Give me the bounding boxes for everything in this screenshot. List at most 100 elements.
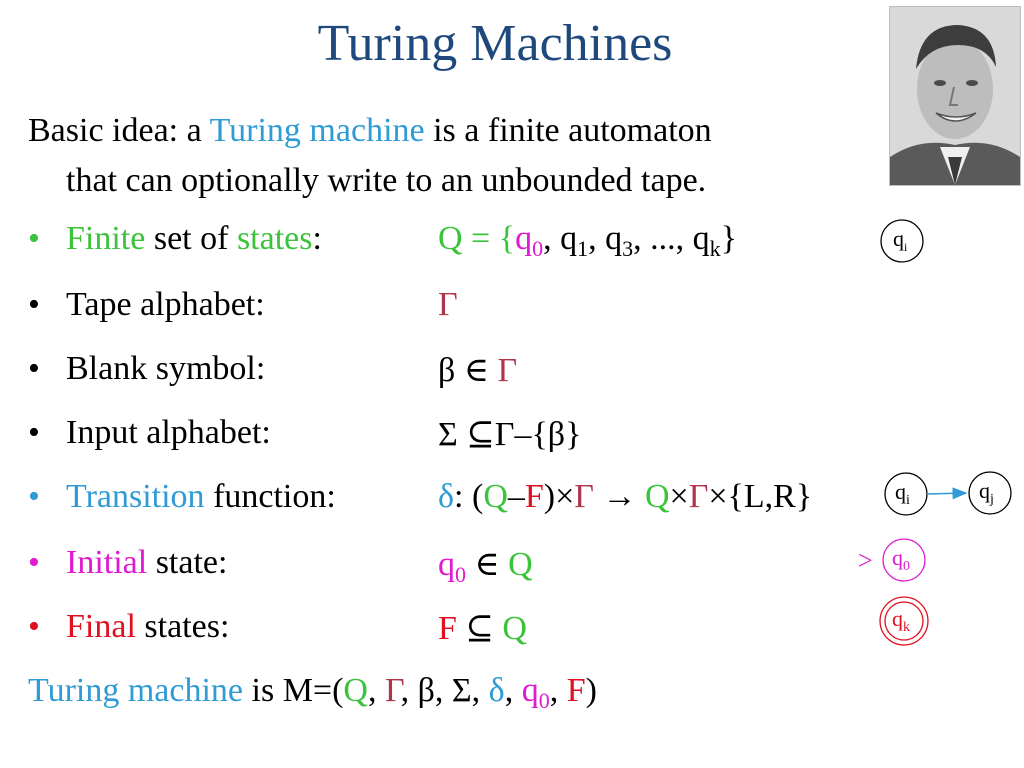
state-label-final: qk xyxy=(892,606,910,635)
gamma-symbol: Γ xyxy=(488,352,518,389)
bullet: • xyxy=(28,544,40,581)
item-label: Transition function: xyxy=(66,478,336,516)
summary-line: Turing machine is M=(Q, Γ, β, Σ, δ, q0, … xyxy=(28,672,597,712)
label-highlight: Initial xyxy=(66,544,148,581)
states-expression: Q = {q0, q1, q3, ..., qk} xyxy=(438,220,737,261)
summary-text: , xyxy=(549,672,567,709)
q-symbol: Q xyxy=(493,610,527,647)
state-node-single: qi xyxy=(880,219,924,263)
final-state-example: qk xyxy=(879,596,929,646)
summary-text: is M=( xyxy=(243,672,344,709)
summary-text: , xyxy=(504,672,522,709)
q0-letter: q xyxy=(521,672,539,709)
expr-part: , q xyxy=(588,220,623,257)
intro-paragraph: Basic idea: a Turing machine is a finite… xyxy=(28,106,858,206)
item-label: Final states: xyxy=(66,608,229,646)
bullet: • xyxy=(28,350,40,387)
q0-subscript: 0 xyxy=(532,236,544,261)
label-highlight: Final xyxy=(66,608,136,645)
item-label: Finite set of states: xyxy=(66,220,322,258)
state-node-to xyxy=(968,471,1012,515)
subset-symbol: ⊆ xyxy=(465,610,494,647)
state-label-start: q0 xyxy=(892,545,910,574)
expr-part: – xyxy=(507,478,525,515)
q0-subscript: 0 xyxy=(538,688,550,713)
item-label: Initial state: xyxy=(66,544,227,582)
state-label-to: qj xyxy=(979,478,994,507)
gamma-symbol: Γ xyxy=(688,478,709,515)
expr-part: Σ xyxy=(438,416,467,453)
q0-symbol: q0 xyxy=(521,672,550,712)
item-label: Input alphabet: xyxy=(66,414,271,451)
q-symbol: Q xyxy=(343,672,368,709)
q-symbol: Q xyxy=(508,546,533,583)
transition-example: qi qj xyxy=(884,471,1012,516)
expr-part: Γ–{β} xyxy=(494,416,582,453)
summary-text: , β, Σ, xyxy=(400,672,489,709)
state-label-from: qi xyxy=(895,479,910,508)
q0-letter: q xyxy=(438,546,455,583)
intro-text: Basic idea: a xyxy=(28,112,210,149)
expr-part: } xyxy=(720,220,737,257)
bullet: • xyxy=(28,478,40,515)
initial-state-expression: q0 ∈ Q xyxy=(438,544,533,586)
subscript: 3 xyxy=(622,236,634,261)
page-title: Turing Machines xyxy=(317,15,673,72)
intro-text-end: is a finite automaton xyxy=(424,112,712,149)
input-alphabet-expression: Σ ⊆Γ–{β} xyxy=(438,414,581,454)
expr-part: Q = { xyxy=(438,220,516,257)
label-highlight: Finite xyxy=(66,220,146,257)
label-colon: : xyxy=(312,220,322,257)
bullet: • xyxy=(28,286,40,323)
state-label: qi xyxy=(893,226,908,254)
start-state-example: > q0 xyxy=(858,538,926,582)
portrait-image xyxy=(890,7,1020,185)
transition-arrow-icon xyxy=(926,487,968,500)
transition-expression: δ: (Q–F)×Γ → Q×Γ×{L,R} xyxy=(438,478,812,516)
label-text: function: xyxy=(204,478,336,515)
gamma-symbol: Γ xyxy=(438,286,458,323)
summary-text: ) xyxy=(585,672,597,709)
final-states-expression: F ⊆ Q xyxy=(438,608,527,648)
f-symbol: F xyxy=(566,672,586,709)
subset-symbol: ⊆ xyxy=(466,416,495,453)
item-label: Tape alphabet: xyxy=(66,286,265,323)
expr-part: : ( xyxy=(454,478,484,515)
subscript: 1 xyxy=(577,236,589,261)
turing-machine-term: Turing machine xyxy=(209,112,425,149)
expr-part: ×{L,R} xyxy=(708,478,813,515)
delta-symbol: δ xyxy=(488,672,505,709)
intro-line-2: that can optionally write to an unbounde… xyxy=(66,162,707,199)
start-marker-icon: > xyxy=(858,546,873,575)
label-text: set of xyxy=(145,220,237,257)
delta-symbol: δ xyxy=(438,478,455,515)
f-symbol: F xyxy=(524,478,544,515)
arrow-symbol: → xyxy=(593,478,645,515)
label-text: states: xyxy=(135,608,230,645)
label-text: state: xyxy=(147,544,228,581)
label-highlight: Transition xyxy=(66,478,205,515)
q-symbol: Q xyxy=(644,478,670,515)
q0-letter: q xyxy=(515,220,533,257)
portrait-photo xyxy=(889,6,1021,186)
expr-part: )× xyxy=(543,478,575,515)
q-symbol: Q xyxy=(483,478,508,515)
expr-part: , ..., q xyxy=(633,220,710,257)
blank-expression: β ∈ Γ xyxy=(438,350,517,390)
label-highlight-2: states xyxy=(236,220,313,257)
gamma-symbol: Γ xyxy=(384,672,401,709)
bullet: • xyxy=(28,414,40,451)
intro-line-1: Basic idea: a Turing machine is a finite… xyxy=(28,106,858,156)
bullet: • xyxy=(28,220,40,257)
q0-subscript: 0 xyxy=(455,562,466,587)
f-symbol: F xyxy=(438,610,466,647)
expr-part: × xyxy=(669,478,689,515)
bullet: • xyxy=(28,608,40,645)
q0-symbol: q0 xyxy=(438,546,466,586)
expr-part: , q xyxy=(543,220,578,257)
expr-part: β xyxy=(438,352,464,389)
element-of-symbol: ∈ xyxy=(463,352,489,389)
summary-text: , xyxy=(367,672,385,709)
turing-machine-term: Turing machine xyxy=(28,672,244,709)
